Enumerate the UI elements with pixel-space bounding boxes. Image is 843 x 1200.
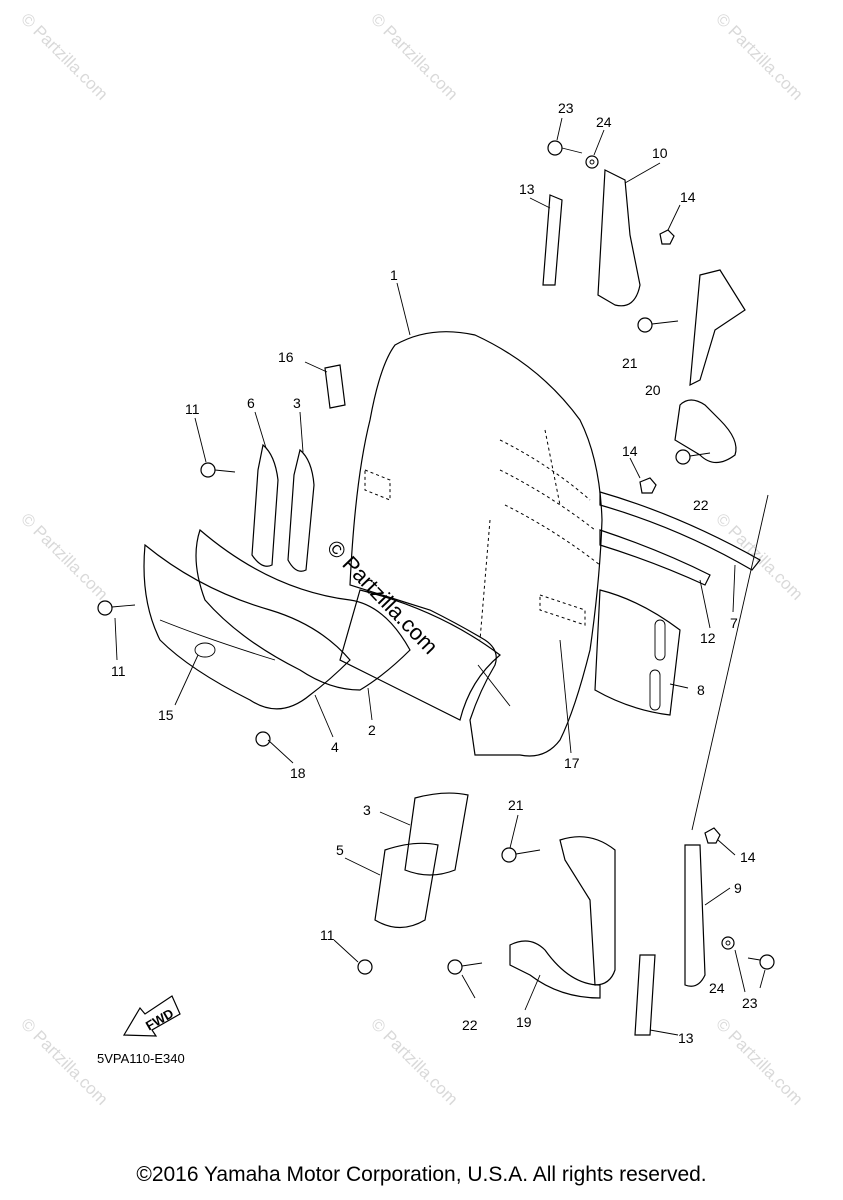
fwd-label: FWD bbox=[143, 1005, 176, 1033]
callout-14: 14 bbox=[622, 443, 638, 459]
watermark-tile: © Partzilla.com bbox=[712, 509, 806, 603]
watermark-tile: © Partzilla.com bbox=[712, 1014, 806, 1108]
callout-11: 11 bbox=[111, 663, 126, 679]
lower-left-panels bbox=[374, 792, 469, 929]
callout-3: 3 bbox=[363, 802, 371, 818]
fasteners bbox=[97, 140, 775, 975]
lower-cowl-panels bbox=[143, 528, 501, 721]
watermark-tile: © Partzilla.com bbox=[712, 9, 806, 103]
callout-20: 20 bbox=[645, 382, 661, 398]
watermark-tile: © Partzilla.com bbox=[17, 509, 111, 603]
watermark-tile: © Partzilla.com bbox=[367, 9, 461, 103]
bottom-right-brackets bbox=[509, 836, 706, 1036]
callout-8: 8 bbox=[697, 682, 705, 698]
callout-21: 21 bbox=[622, 355, 638, 371]
callout-24: 24 bbox=[709, 980, 725, 996]
callout-19: 19 bbox=[516, 1014, 532, 1030]
callout-3: 3 bbox=[293, 395, 301, 411]
callout-labels: 1 2 3 3 4 5 6 7 8 9 10 11 11 11 12 13 13… bbox=[111, 100, 758, 1046]
callout-13: 13 bbox=[519, 181, 535, 197]
callout-1: 1 bbox=[390, 267, 398, 283]
callout-2: 2 bbox=[368, 722, 376, 738]
callout-5: 5 bbox=[336, 842, 344, 858]
callout-21: 21 bbox=[508, 797, 524, 813]
callout-18: 18 bbox=[290, 765, 306, 781]
callout-17: 17 bbox=[564, 755, 580, 771]
callout-23: 23 bbox=[558, 100, 574, 116]
copyright-notice: ©2016 Yamaha Motor Corporation, U.S.A. A… bbox=[136, 1163, 707, 1186]
callout-13: 13 bbox=[678, 1030, 694, 1046]
callout-4: 4 bbox=[331, 739, 339, 755]
windshield-part-1 bbox=[349, 331, 603, 757]
watermark-tile: © Partzilla.com bbox=[367, 1014, 461, 1108]
left-deflector-brackets bbox=[251, 364, 346, 572]
callout-22: 22 bbox=[462, 1017, 478, 1033]
watermark-tile: © Partzilla.com bbox=[17, 9, 111, 103]
callout-14: 14 bbox=[680, 189, 696, 205]
diagram-code: 5VPA110-E340 bbox=[97, 1051, 185, 1066]
callout-16: 16 bbox=[278, 349, 294, 365]
watermark-tiles: © Partzilla.com © Partzilla.com © Partzi… bbox=[17, 9, 806, 1108]
callout-12: 12 bbox=[700, 630, 716, 646]
callout-9: 9 bbox=[734, 880, 742, 896]
callout-15: 15 bbox=[158, 707, 174, 723]
callout-24: 24 bbox=[596, 114, 612, 130]
callout-11: 11 bbox=[320, 927, 335, 943]
callout-23: 23 bbox=[742, 995, 758, 1011]
callout-10: 10 bbox=[652, 145, 668, 161]
callout-14: 14 bbox=[740, 849, 756, 865]
callout-6: 6 bbox=[247, 395, 255, 411]
right-strips bbox=[594, 491, 761, 716]
callout-11: 11 bbox=[185, 401, 200, 417]
top-right-brackets bbox=[542, 169, 746, 464]
callout-22: 22 bbox=[693, 497, 709, 513]
fwd-arrow-icon: FWD bbox=[122, 995, 181, 1037]
callout-7: 7 bbox=[730, 615, 738, 631]
leader-lines bbox=[114, 117, 769, 1036]
